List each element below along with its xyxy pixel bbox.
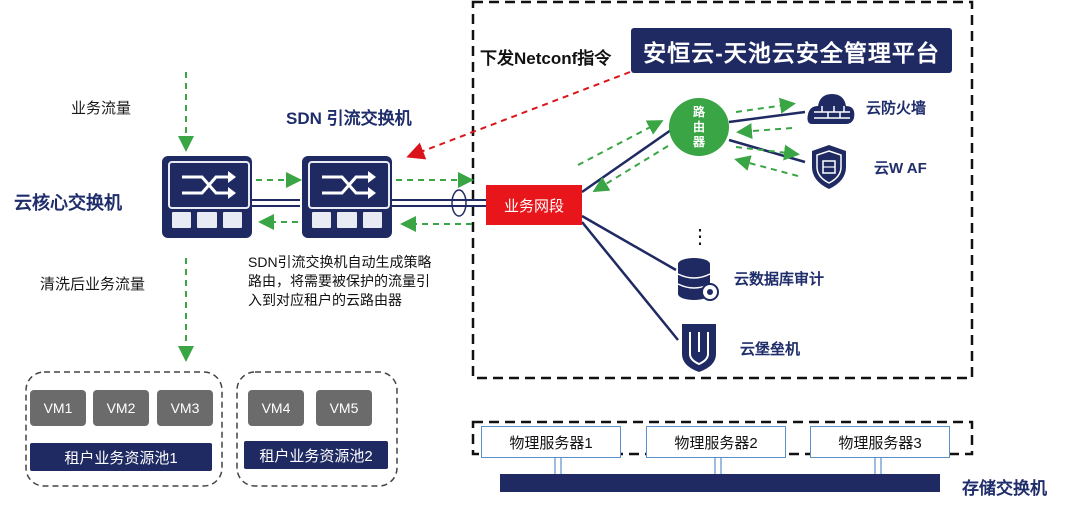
server-boundary	[471, 420, 974, 456]
db-audit-label: 云数据库审计	[734, 271, 825, 288]
sdn-description-line: 入到对应租户的云路由器	[248, 292, 402, 308]
waf-shield-icon	[812, 145, 846, 189]
storage-bar	[500, 474, 940, 492]
switch-ports	[312, 212, 382, 228]
sdn-description-line: SDN引流交换机自动生成策略	[248, 254, 432, 270]
core-switch-label: 云核心交换机	[14, 193, 122, 213]
cleaned-traffic-label: 清洗后业务流量	[40, 276, 146, 293]
sdn-description: SDN引流交换机自动生成策略 路由，将需要被保护的流量引 入到对应租户的云路由器	[248, 253, 432, 310]
switch-ports	[172, 212, 242, 228]
business-segment: 业务网段	[486, 185, 582, 225]
vm-box: VM1	[30, 390, 86, 426]
platform-boundary	[471, 0, 974, 380]
physical-server: 物理服务器2	[646, 426, 786, 458]
more-services-dots: ⋮	[690, 226, 710, 248]
exchange-arrows-icon	[182, 171, 236, 199]
pool-boundary-2	[236, 371, 398, 487]
vm-box: VM3	[157, 390, 213, 426]
vm-box: VM4	[248, 390, 304, 426]
waf-label: 云W AF	[874, 160, 927, 177]
switch-face	[168, 161, 250, 209]
firewall-icon	[807, 94, 855, 124]
sdn-switch	[302, 156, 392, 238]
firewall-label: 云防火墙	[866, 100, 927, 117]
router-label-char: 由	[692, 119, 705, 134]
exchange-arrows-icon	[322, 171, 376, 199]
pool-name-1: 租户业务资源池1	[30, 443, 212, 471]
physical-server: 物理服务器3	[810, 426, 950, 458]
vm-box: VM2	[93, 390, 149, 426]
switch-face	[308, 161, 390, 209]
vm-box: VM5	[316, 390, 372, 426]
pool-name-2: 租户业务资源池2	[244, 441, 388, 469]
bastion-host-icon	[682, 324, 716, 372]
storage-switch-label: 存储交换机	[962, 479, 1047, 498]
physical-server: 物理服务器1	[481, 426, 621, 458]
sdn-description-line: 路由，将需要被保护的流量引	[248, 273, 430, 289]
core-switch	[162, 156, 252, 238]
platform-title: 安恒云-天池云安全管理平台	[631, 28, 952, 73]
router-label-char: 路	[692, 104, 705, 119]
netconf-label: 下发Netconf指令	[480, 49, 612, 68]
traffic-label: 业务流量	[71, 100, 132, 117]
pool-boundary-1	[25, 371, 223, 487]
database-audit-icon	[677, 258, 719, 301]
router-node: 路 由 器	[669, 98, 729, 156]
bastion-label: 云堡垒机	[740, 341, 801, 358]
sdn-switch-label: SDN 引流交换机	[286, 109, 412, 128]
router-label-char: 器	[692, 134, 705, 149]
